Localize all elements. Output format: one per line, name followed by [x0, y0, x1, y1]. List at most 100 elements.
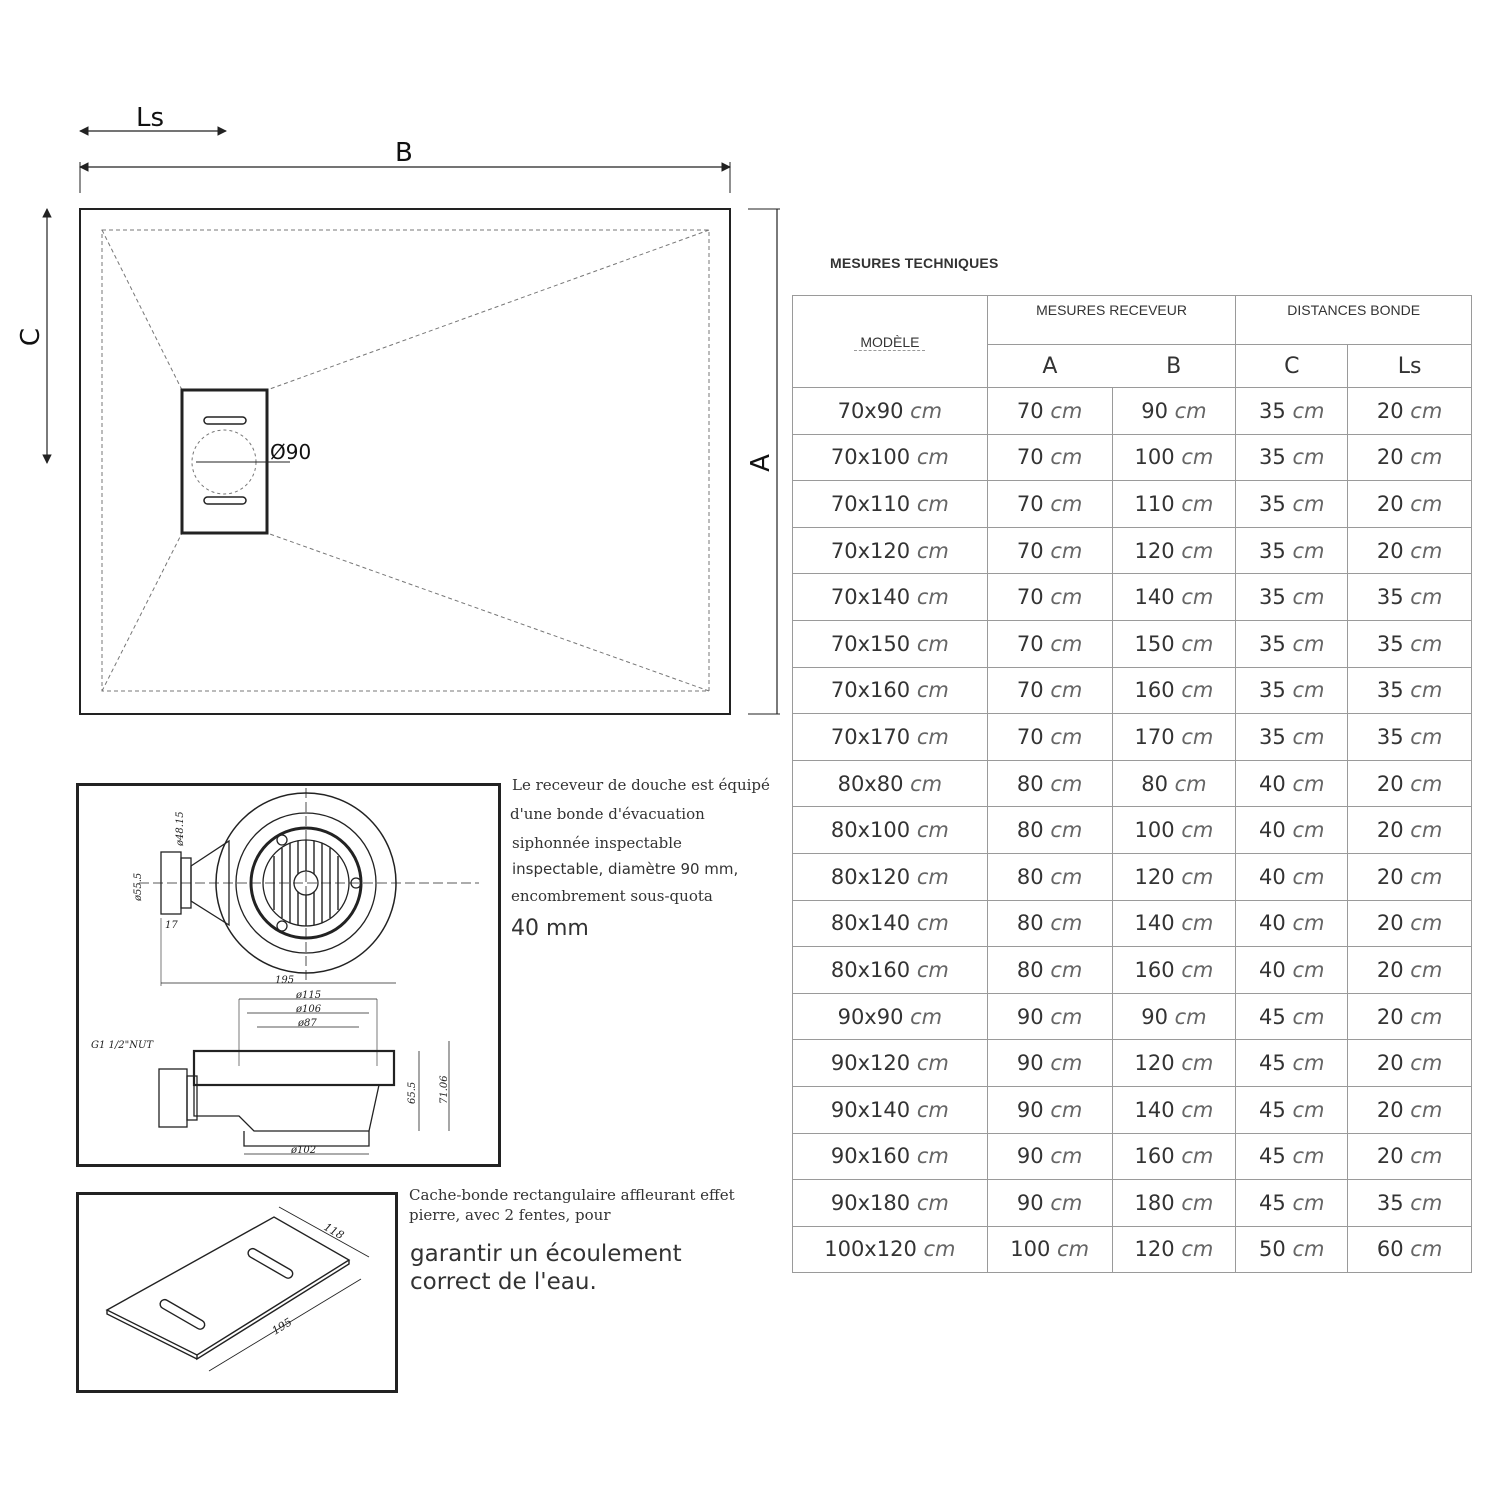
cell-model: 90x120 cm [792, 1039, 988, 1087]
dim-d87: ø87 [297, 1018, 317, 1029]
cell-value: 120 [1134, 864, 1175, 889]
cell-value: 45 [1259, 1144, 1286, 1169]
cell-model: 80x160 cm [792, 946, 988, 994]
cell-unit: cm [1292, 724, 1325, 749]
cell-value: 160 [1134, 957, 1175, 982]
cell-ls: 35 cm [1347, 1179, 1472, 1227]
cell-a: 80 cm [986, 852, 1113, 901]
cell-unit: cm [916, 631, 949, 656]
cell-c: 40 cm [1235, 899, 1349, 948]
cell-value: 100 [1134, 445, 1175, 470]
cell-value: 60 [1376, 1237, 1404, 1262]
drain-desc-line5: encombrement sous-quota [511, 887, 713, 905]
cell-value: 35 [1259, 724, 1286, 749]
cell-unit: cm [1050, 445, 1083, 470]
cell-unit: cm [1050, 1051, 1083, 1076]
cell-value: 50 [1259, 1237, 1286, 1262]
cell-value: 120 [1134, 538, 1175, 563]
dim-d48: ø48.15 [175, 811, 186, 847]
cell-c: 50 cm [1235, 1225, 1349, 1274]
cell-unit: cm [910, 771, 943, 796]
cell-unit: cm [1050, 398, 1083, 423]
cell-c: 35 cm [1235, 433, 1349, 482]
cell-unit: cm [916, 491, 949, 516]
cell-unit: cm [1292, 398, 1325, 423]
cell-unit: cm [1410, 1051, 1443, 1076]
cell-c: 45 cm [1235, 1039, 1349, 1087]
cell-value: 70x110 [830, 491, 911, 516]
cell-unit: cm [923, 1237, 956, 1262]
cell-ls: 20 cm [1347, 759, 1472, 808]
cell-value: 35 [1259, 678, 1286, 703]
cell-unit: cm [916, 678, 949, 703]
cell-unit: cm [916, 1144, 949, 1169]
dim-d55: ø55.5 [133, 873, 144, 902]
cell-a: 70 cm [986, 480, 1113, 528]
cell-unit: cm [1050, 631, 1083, 656]
cell-ls: 20 cm [1347, 899, 1472, 948]
cell-value: 140 [1134, 585, 1175, 610]
cell-value: 20 [1376, 957, 1404, 982]
cell-unit: cm [1292, 445, 1325, 470]
cell-unit: cm [1410, 957, 1443, 982]
cell-unit: cm [1050, 1004, 1083, 1029]
cell-unit: cm [1292, 631, 1325, 656]
cell-b: 160 cm [1111, 666, 1237, 715]
cell-value: 70x150 [830, 631, 911, 656]
cell-value: 80 [1016, 864, 1044, 889]
shower-tray-plan-diagram [42, 126, 780, 715]
cell-unit: cm [1292, 491, 1325, 516]
cell-a: 70 cm [986, 387, 1113, 435]
cell-c: 35 cm [1235, 573, 1349, 621]
b-label: B [395, 138, 413, 168]
cell-value: 80 [1016, 818, 1044, 843]
cell-model: 100x120 cm [792, 1225, 988, 1274]
cell-ls: 35 cm [1347, 619, 1472, 668]
cover-dim-l: 195 [270, 1315, 295, 1337]
cell-value: 35 [1376, 724, 1404, 749]
cell-value: 80x160 [830, 957, 911, 982]
dim-d102: ø102 [290, 1145, 316, 1156]
cell-c: 40 cm [1235, 759, 1349, 808]
cell-unit: cm [1410, 771, 1443, 796]
cell-c: 40 cm [1235, 852, 1349, 901]
cell-value: 160 [1134, 1144, 1175, 1169]
cell-value: 80x80 [837, 771, 904, 796]
cell-value: 90x120 [830, 1051, 911, 1076]
drain-cover-drawing: 118 195 [105, 1206, 370, 1372]
cell-ls: 35 cm [1347, 573, 1472, 621]
col-b-header: B [1112, 344, 1237, 388]
drain-desc-line3: siphonnée inspectable [512, 834, 682, 852]
cell-a: 100 cm [986, 1225, 1113, 1274]
cell-model: 70x150 cm [792, 619, 988, 668]
cell-c: 35 cm [1235, 666, 1349, 715]
cell-value: 35 [1259, 538, 1286, 563]
cell-value: 90 [1141, 1004, 1168, 1029]
cell-value: 20 [1376, 398, 1404, 423]
table-title: MESURES TECHNIQUES [830, 255, 999, 271]
cell-unit: cm [1292, 864, 1325, 889]
cell-b: 140 cm [1111, 1085, 1237, 1134]
cell-model: 80x140 cm [792, 899, 988, 948]
cell-a: 70 cm [986, 619, 1113, 668]
cell-unit: cm [1181, 957, 1214, 982]
cell-value: 90 [1016, 1190, 1044, 1215]
cell-b: 110 cm [1111, 480, 1237, 528]
cell-unit: cm [1181, 1097, 1214, 1122]
cell-unit: cm [1410, 398, 1443, 423]
cell-value: 90 [1016, 1051, 1044, 1076]
cell-value: 170 [1134, 724, 1175, 749]
receveur-group-header: MESURES RECEVEUR [986, 295, 1237, 345]
cell-model: 80x100 cm [792, 806, 988, 854]
cell-value: 70x170 [830, 724, 911, 749]
cell-a: 90 cm [986, 1039, 1113, 1087]
cell-value: 70 [1016, 585, 1044, 610]
